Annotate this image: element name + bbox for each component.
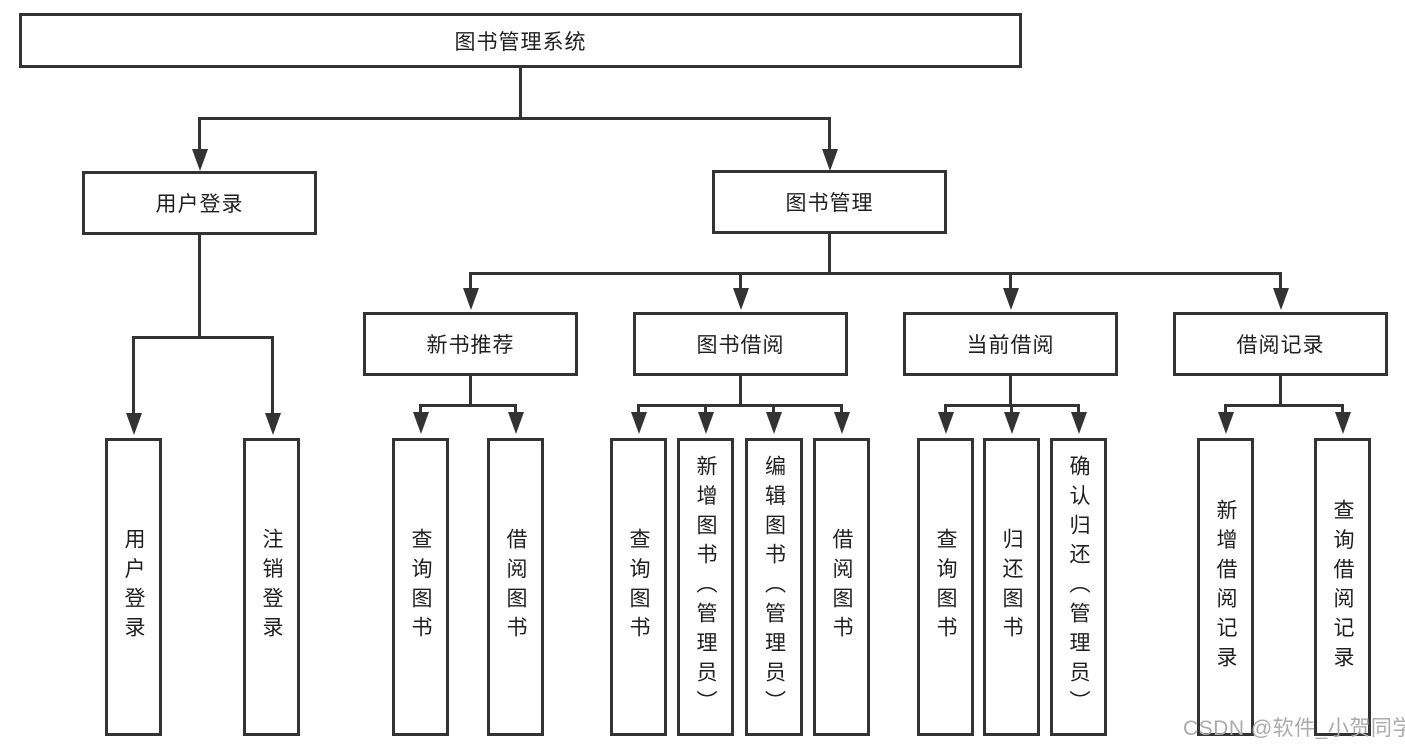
node-user-login-label: 用户登录 xyxy=(155,193,244,216)
arrow-down-recommend-leaf-1 xyxy=(412,404,429,434)
leaf-recommend-query-books-label: 查询图书 xyxy=(409,528,432,646)
arrow-down-to-new-book-recommend xyxy=(462,272,479,310)
arrow-down-to-book-management xyxy=(821,117,838,171)
arrow-down-borrow-leaf-4 xyxy=(833,404,850,434)
connector-book-mgmt-horizontal xyxy=(469,272,1281,275)
arrow-down-borrow-leaf-3 xyxy=(765,404,782,434)
node-book-borrow: 图书借阅 xyxy=(633,312,848,376)
node-current-borrow-label: 当前借阅 xyxy=(966,334,1055,357)
node-current-borrow: 当前借阅 xyxy=(903,312,1118,376)
leaf-recommend-borrow-books-label: 借阅图书 xyxy=(504,528,527,646)
connector-user-login-horizontal xyxy=(132,336,274,339)
arrow-down-records-leaf-2 xyxy=(1334,404,1351,434)
leaf-borrow-query-books: 查询图书 xyxy=(610,438,667,736)
node-new-book-recommend-label: 新书推荐 xyxy=(426,334,515,357)
arrow-down-records-leaf-1 xyxy=(1217,404,1234,434)
leaf-add-borrow-record-label: 新增借阅记录 xyxy=(1214,498,1237,676)
arrow-down-current-leaf-1 xyxy=(937,404,954,434)
leaf-user-login: 用户登录 xyxy=(105,438,162,736)
leaf-user-login-label: 用户登录 xyxy=(122,528,145,646)
leaf-add-books-admin: 新增图书（管理员） xyxy=(677,438,734,736)
node-new-book-recommend: 新书推荐 xyxy=(363,312,578,376)
connector-borrow-stub xyxy=(739,376,742,406)
leaf-edit-books-admin-label: 编辑图书（管理员） xyxy=(762,454,786,720)
connector-records-horizontal xyxy=(1224,404,1344,407)
node-borrow-records-label: 借阅记录 xyxy=(1236,334,1325,357)
connector-records-stub xyxy=(1279,376,1282,406)
connector-recommend-stub xyxy=(469,376,472,406)
leaf-return-books-label: 归还图书 xyxy=(1000,528,1023,646)
node-borrow-records: 借阅记录 xyxy=(1173,312,1388,376)
leaf-logout: 注销登录 xyxy=(243,438,300,736)
arrow-down-to-borrow-records xyxy=(1272,272,1289,310)
arrow-down-to-book-borrow xyxy=(732,272,749,310)
leaf-confirm-return-admin-label: 确认归还（管理员） xyxy=(1067,454,1090,720)
arrow-down-borrow-leaf-2 xyxy=(697,404,714,434)
leaf-query-borrow-record: 查询借阅记录 xyxy=(1314,438,1371,736)
node-book-borrow-label: 图书借阅 xyxy=(696,334,785,357)
leaf-borrow-books: 借阅图书 xyxy=(813,438,870,736)
connector-recommend-horizontal xyxy=(419,404,517,407)
arrow-down-to-login-leaf xyxy=(125,336,142,435)
leaf-confirm-return-admin: 确认归还（管理员） xyxy=(1050,438,1107,736)
leaf-borrow-query-books-label: 查询图书 xyxy=(627,528,650,646)
leaf-recommend-borrow-books: 借阅图书 xyxy=(487,438,544,736)
arrow-down-current-leaf-3 xyxy=(1070,404,1087,434)
node-library-system-label: 图书管理系统 xyxy=(454,30,587,54)
leaf-add-borrow-record: 新增借阅记录 xyxy=(1197,438,1254,736)
connector-root-vertical xyxy=(519,68,522,119)
arrow-down-to-logout-leaf xyxy=(264,336,281,435)
leaf-logout-label: 注销登录 xyxy=(260,528,283,646)
node-book-management-label: 图书管理 xyxy=(785,192,874,215)
node-library-system: 图书管理系统 xyxy=(19,13,1022,68)
connector-root-horizontal xyxy=(198,117,831,120)
connector-current-stub xyxy=(1009,376,1012,406)
arrow-down-to-user-login xyxy=(191,117,208,171)
connector-borrow-horizontal xyxy=(637,404,843,407)
leaf-add-books-admin-label: 新增图书（管理员） xyxy=(694,454,717,720)
leaf-current-query-books-label: 查询图书 xyxy=(934,528,957,646)
connector-user-login-vertical xyxy=(198,234,201,338)
leaf-borrow-books-label: 借阅图书 xyxy=(830,528,853,646)
node-book-management: 图书管理 xyxy=(712,170,947,234)
node-user-login: 用户登录 xyxy=(82,171,317,235)
arrow-down-current-leaf-2 xyxy=(1003,404,1020,434)
leaf-edit-books-admin: 编辑图书（管理员） xyxy=(745,438,803,736)
leaf-query-borrow-record-label: 查询借阅记录 xyxy=(1331,498,1354,676)
connector-book-mgmt-vertical xyxy=(828,234,831,274)
leaf-current-query-books: 查询图书 xyxy=(917,438,974,736)
leaf-return-books: 归还图书 xyxy=(983,438,1040,736)
arrow-down-recommend-leaf-2 xyxy=(507,404,524,434)
arrow-down-borrow-leaf-1 xyxy=(630,404,647,434)
leaf-recommend-query-books: 查询图书 xyxy=(392,438,449,736)
arrow-down-to-current-borrow xyxy=(1002,272,1019,310)
csdn-watermark: CSDN @软件_小贺同学 xyxy=(1183,717,1405,740)
